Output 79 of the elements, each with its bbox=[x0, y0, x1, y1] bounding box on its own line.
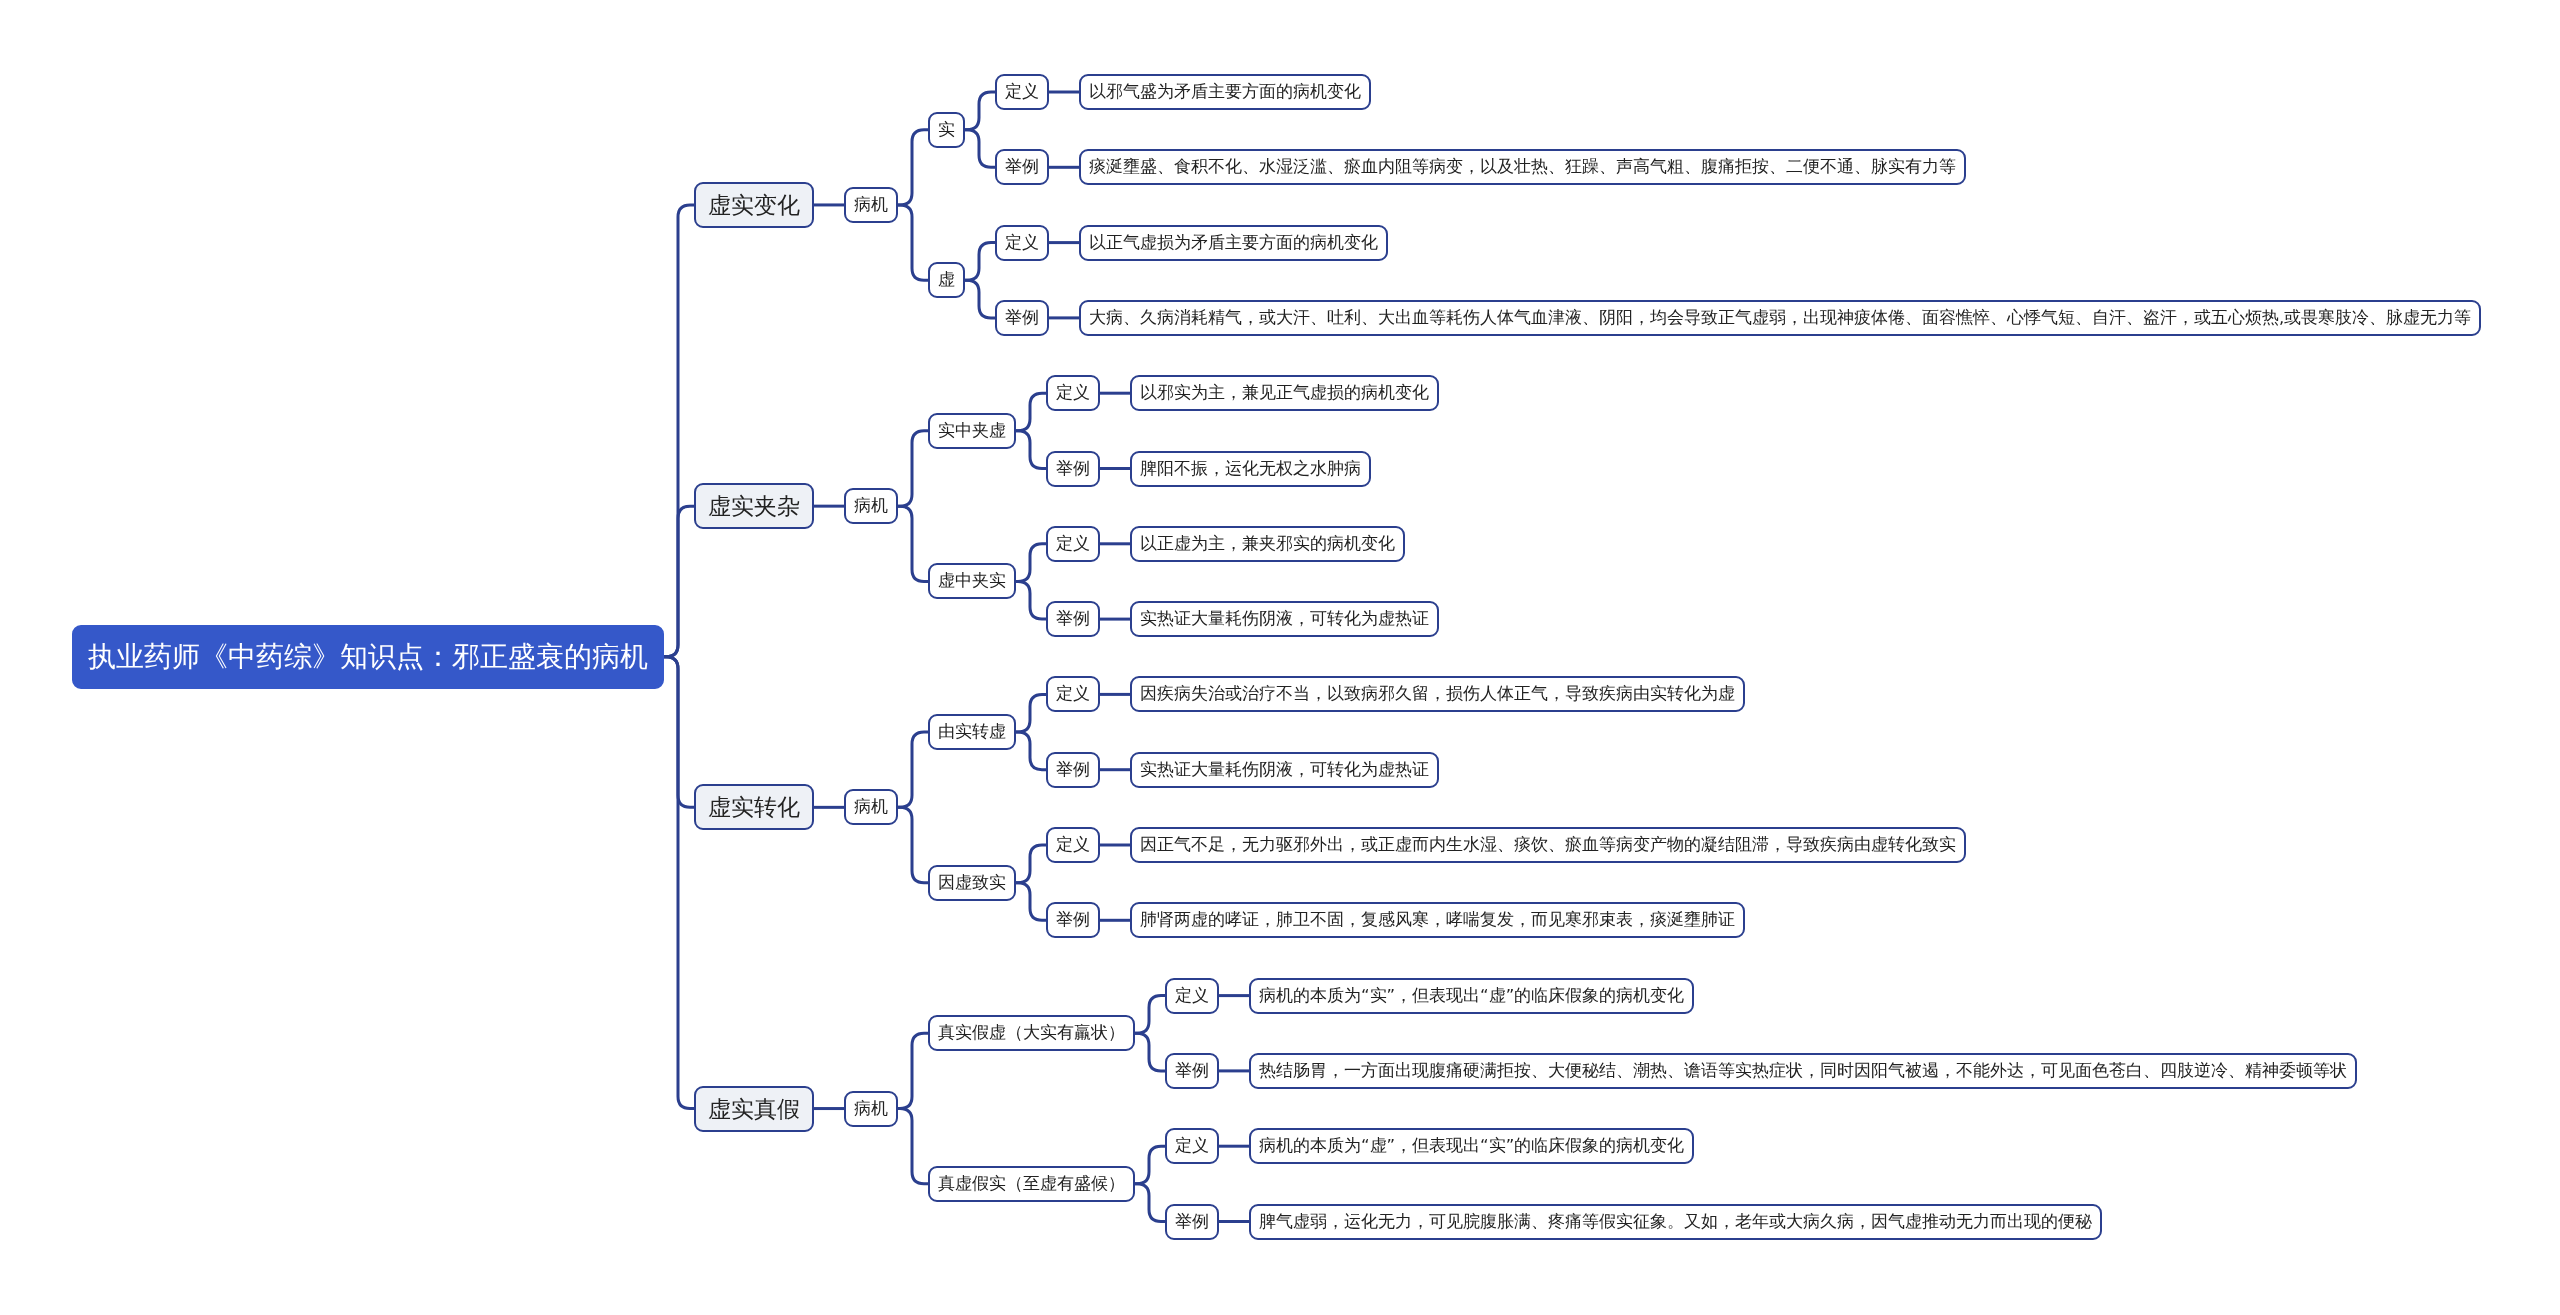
connector-line bbox=[1100, 617, 1130, 621]
detail-box: 痰涎壅盛、食积不化、水湿泛滥、瘀血内阻等病变，以及壮热、狂躁、声高气粗、腹痛拒按、二便不通、脉实有力等 bbox=[1079, 149, 1966, 186]
tag-box: 定义 bbox=[1046, 676, 1100, 713]
tag-box: 定义 bbox=[1165, 977, 1219, 1014]
connector-line bbox=[1100, 692, 1130, 696]
detail-box: 以正虚为主，兼夹邪实的病机变化 bbox=[1130, 525, 1405, 562]
detail-box: 大病、久病消耗精气，或大汗、吐利、大出血等耗伤人体气血津液、阴阳，均会导致正气虚弱，出现神疲体倦、面容憔悴、心悸气短、自汗、盗汗，或五心烦热,或畏寒肢冷、脉虚无力等 bbox=[1079, 299, 2482, 336]
tag-box: 定义 bbox=[1165, 1128, 1219, 1165]
main-topic-box: 虚实变化 bbox=[694, 181, 814, 228]
subtopic-box: 由实转虚 bbox=[928, 714, 1016, 751]
subtopic-box: 虚 bbox=[928, 262, 965, 299]
detail-box: 实热证大量耗伤阴液，可转化为虚热证 bbox=[1130, 601, 1439, 638]
topic-box: 病机 bbox=[844, 1090, 898, 1127]
connector-line bbox=[1015, 881, 1046, 922]
connector-line bbox=[1049, 316, 1079, 320]
detail-box: 脾阳不振，运化无权之水肿病 bbox=[1130, 450, 1371, 487]
subtopic-box: 实 bbox=[928, 111, 965, 148]
connector-line bbox=[814, 504, 844, 508]
connector-line bbox=[1049, 165, 1079, 169]
tag-box: 定义 bbox=[1046, 827, 1100, 863]
connector-line bbox=[1015, 730, 1046, 772]
tag-box: 举例 bbox=[1165, 1203, 1219, 1240]
connector-line bbox=[1100, 542, 1130, 546]
detail-box: 因正气不足，无力驱邪外出，或正虚而内生水湿、痰饮、瘀血等病变产物的凝结阻滞，导致疾病由虚转化致实 bbox=[1130, 827, 1966, 863]
subtopic-box: 真虚假实（至虚有盛候） bbox=[928, 1165, 1135, 1202]
subtopic-box: 因虚致实 bbox=[928, 864, 1016, 901]
detail-box: 脾气虚弱，运化无力，可见脘腹胀满、疼痛等假实征象。又如，老年或大病久病，因气虚推动无力而出现的便秘 bbox=[1249, 1203, 2102, 1240]
connector-line bbox=[1049, 241, 1079, 245]
connector-line bbox=[1015, 429, 1046, 470]
detail-box: 以正气虚损为矛盾主要方面的病机变化 bbox=[1079, 224, 1388, 261]
tag-box: 举例 bbox=[995, 299, 1049, 336]
tag-box: 举例 bbox=[1046, 751, 1100, 788]
connector-line bbox=[1219, 1220, 1249, 1223]
main-topic-box: 虚实真假 bbox=[694, 1085, 814, 1132]
connector-line bbox=[1015, 579, 1046, 621]
detail-box: 热结肠胃，一方面出现腹痛硬满拒按、大便秘结、潮热、谵语等实热症状，同时因阳气被遏，不能外达，可见面色苍白、四肢逆冷、精神委顿等状 bbox=[1249, 1052, 2357, 1089]
connector-line bbox=[1219, 994, 1249, 998]
detail-box: 病机的本质为“虚”，但表现出“实”的临床假象的病机变化 bbox=[1249, 1128, 1695, 1165]
connector-line bbox=[1100, 467, 1130, 470]
detail-box: 病机的本质为“实”，但表现出“虚”的临床假象的病机变化 bbox=[1249, 977, 1695, 1014]
connector-line bbox=[964, 278, 995, 320]
tag-box: 举例 bbox=[1046, 601, 1100, 638]
detail-box: 以邪气盛为矛盾主要方面的病机变化 bbox=[1079, 74, 1371, 110]
connector-line bbox=[964, 128, 995, 169]
tag-box: 举例 bbox=[995, 149, 1049, 186]
main-topic-box: 虚实转化 bbox=[694, 784, 814, 831]
tag-box: 举例 bbox=[1046, 902, 1100, 939]
subtopic-box: 虚中夹实 bbox=[928, 563, 1016, 600]
connector-line bbox=[814, 1107, 844, 1111]
tag-box: 定义 bbox=[995, 74, 1049, 110]
topic-box: 病机 bbox=[844, 789, 898, 826]
detail-box: 因疾病失治或治疗不当，以致病邪久留，损伤人体正气，导致疾病由实转化为虚 bbox=[1130, 676, 1745, 713]
connector-line bbox=[897, 1107, 928, 1186]
connector-line bbox=[1100, 768, 1130, 772]
tag-box: 定义 bbox=[1046, 525, 1100, 562]
connector-line bbox=[897, 203, 928, 282]
detail-box: 肺肾两虚的哮证，肺卫不固，复感风寒，哮喘复发，而见寒邪束表，痰涎壅肺证 bbox=[1130, 902, 1745, 939]
connector-line bbox=[1100, 843, 1130, 847]
connector-line bbox=[814, 805, 844, 809]
tag-box: 举例 bbox=[1046, 450, 1100, 487]
tag-box: 定义 bbox=[995, 224, 1049, 261]
connector-line bbox=[1049, 90, 1079, 94]
central-topic: 执业药师《中药综》知识点：邪正盛衰的病机 bbox=[72, 624, 664, 689]
connector-line bbox=[814, 203, 844, 207]
connector-line bbox=[1134, 1182, 1165, 1223]
topic-box: 病机 bbox=[844, 488, 898, 525]
connector-line bbox=[1100, 918, 1130, 922]
tag-box: 举例 bbox=[1165, 1052, 1219, 1089]
connector-line bbox=[1100, 391, 1130, 395]
connector-line bbox=[1134, 1031, 1165, 1073]
connector-line bbox=[1219, 1069, 1249, 1073]
detail-box: 实热证大量耗伤阴液，可转化为虚热证 bbox=[1130, 751, 1439, 788]
connector-line bbox=[1219, 1144, 1249, 1148]
topic-box: 病机 bbox=[844, 186, 898, 223]
subtopic-box: 真实假虚（大实有羸状） bbox=[928, 1015, 1135, 1052]
subtopic-box: 实中夹虚 bbox=[928, 412, 1016, 449]
main-topic-box: 虚实夹杂 bbox=[694, 483, 814, 530]
tag-box: 定义 bbox=[1046, 375, 1100, 412]
detail-box: 以邪实为主，兼见正气虚损的病机变化 bbox=[1130, 375, 1439, 412]
